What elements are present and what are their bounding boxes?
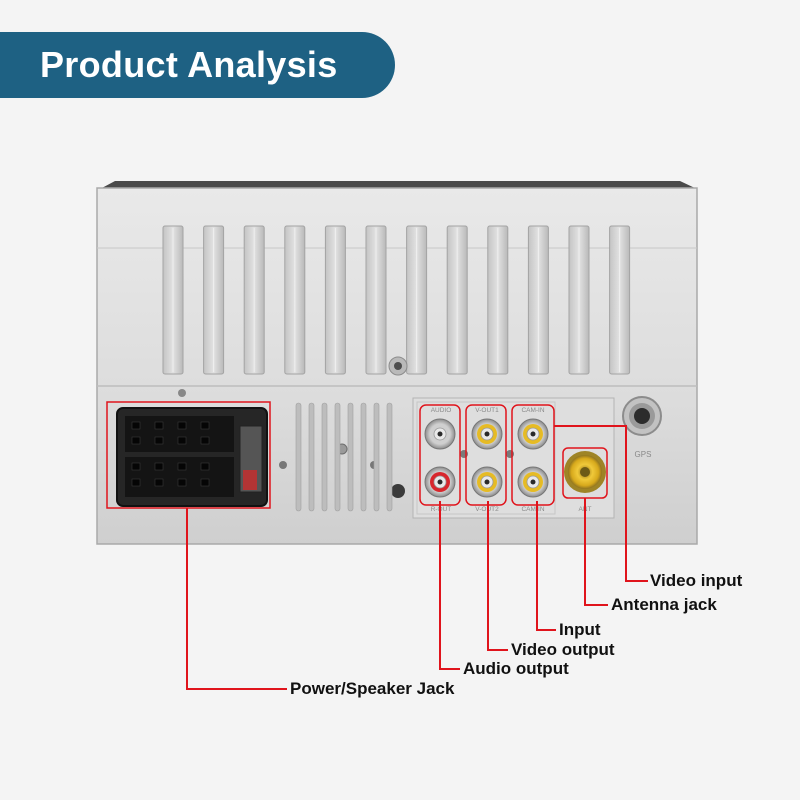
callout-video-output: Video output — [511, 640, 615, 659]
callout-power-speaker-jack: Power/Speaker Jack — [290, 679, 455, 698]
header-banner: Product Analysis — [0, 32, 395, 98]
leader-input — [536, 501, 556, 631]
leader-antenna-jack — [584, 498, 608, 606]
screw-icon — [279, 461, 287, 469]
rca-video-out1 — [471, 418, 503, 450]
leader-video-input — [554, 425, 648, 582]
side-vent-slots — [295, 402, 393, 512]
screw-icon — [391, 484, 405, 498]
leader-audio-output — [439, 501, 460, 670]
port-label-vout1: V-OUT1 — [475, 407, 499, 414]
leader-video-output — [487, 501, 508, 651]
callout-audio-output: Audio output — [463, 659, 569, 678]
callout-antenna-jack: Antenna jack — [611, 595, 717, 614]
port-label-gps: GPS — [635, 450, 652, 459]
rca-cam-in-top — [517, 418, 549, 450]
port-label-rout: R-OUT — [431, 506, 452, 513]
page-title: Product Analysis — [40, 44, 338, 85]
gps-port — [622, 396, 662, 436]
port-label-camin-bottom: CAM-IN — [521, 506, 544, 513]
housing-top-edge — [100, 181, 697, 189]
rca-audio-red — [424, 466, 456, 498]
rca-cam-in-bottom — [517, 466, 549, 498]
highlight-video-out — [465, 404, 507, 506]
iso-power-speaker-connector — [116, 407, 268, 507]
port-label-audio: AUDIO — [431, 407, 452, 414]
highlight-input — [511, 404, 555, 506]
screw-icon — [460, 450, 468, 458]
callout-input: Input — [559, 620, 601, 639]
leader-power-speaker-jack — [186, 508, 287, 690]
highlight-power-jack — [106, 401, 271, 509]
heat-sink-fins — [162, 225, 631, 375]
rca-jacks — [424, 418, 549, 498]
screw-icon — [178, 389, 186, 397]
antenna-jack-port — [564, 451, 606, 493]
rca-video-out2 — [471, 466, 503, 498]
callout-video-input: Video input — [650, 571, 743, 590]
rca-audio-white — [424, 418, 456, 450]
screw-icon — [506, 450, 514, 458]
port-label-camin-top: CAM-IN — [521, 407, 544, 414]
